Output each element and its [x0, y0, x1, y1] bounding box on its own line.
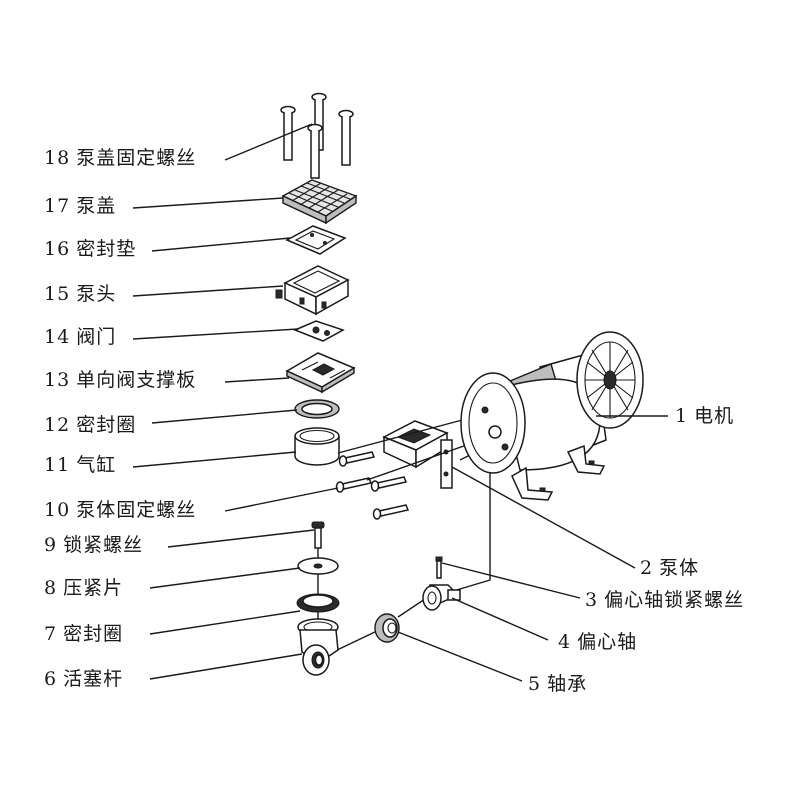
leader-lines — [132, 123, 668, 682]
pump-cover — [281, 179, 358, 225]
leader-14 — [132, 328, 299, 340]
leader-17 — [132, 197, 284, 209]
leader-5 — [397, 631, 523, 682]
valve — [293, 320, 345, 342]
motor — [460, 331, 644, 501]
leader-13 — [224, 377, 290, 383]
leader-18 — [224, 123, 313, 161]
leader-4 — [451, 597, 549, 641]
leader-9 — [167, 529, 315, 548]
leader-8 — [149, 567, 301, 589]
piston-rod — [297, 618, 339, 676]
leader-11 — [132, 451, 297, 468]
bearing — [374, 613, 400, 643]
pump-body — [382, 420, 453, 489]
lock-screw — [311, 521, 325, 549]
check-valve-support-plate — [285, 352, 356, 394]
pump-head — [275, 265, 350, 316]
piston-seal-ring — [296, 593, 340, 613]
pump-body-screws — [335, 451, 410, 520]
leader-15 — [132, 285, 284, 297]
leader-2 — [451, 466, 636, 569]
cylinder — [294, 427, 340, 466]
leader-7 — [149, 610, 301, 635]
pump-cover-screws — [280, 92, 354, 179]
leader-16 — [151, 237, 291, 252]
leader-6 — [149, 653, 303, 680]
eccentric-shaft — [422, 584, 461, 611]
eccentric-shaft-lock-screw — [435, 556, 443, 579]
seal-ring — [294, 399, 340, 419]
leader-12 — [151, 409, 298, 424]
leader-10 — [224, 487, 339, 512]
press-plate — [297, 557, 339, 575]
gasket — [285, 225, 347, 255]
leader-3 — [441, 562, 581, 599]
